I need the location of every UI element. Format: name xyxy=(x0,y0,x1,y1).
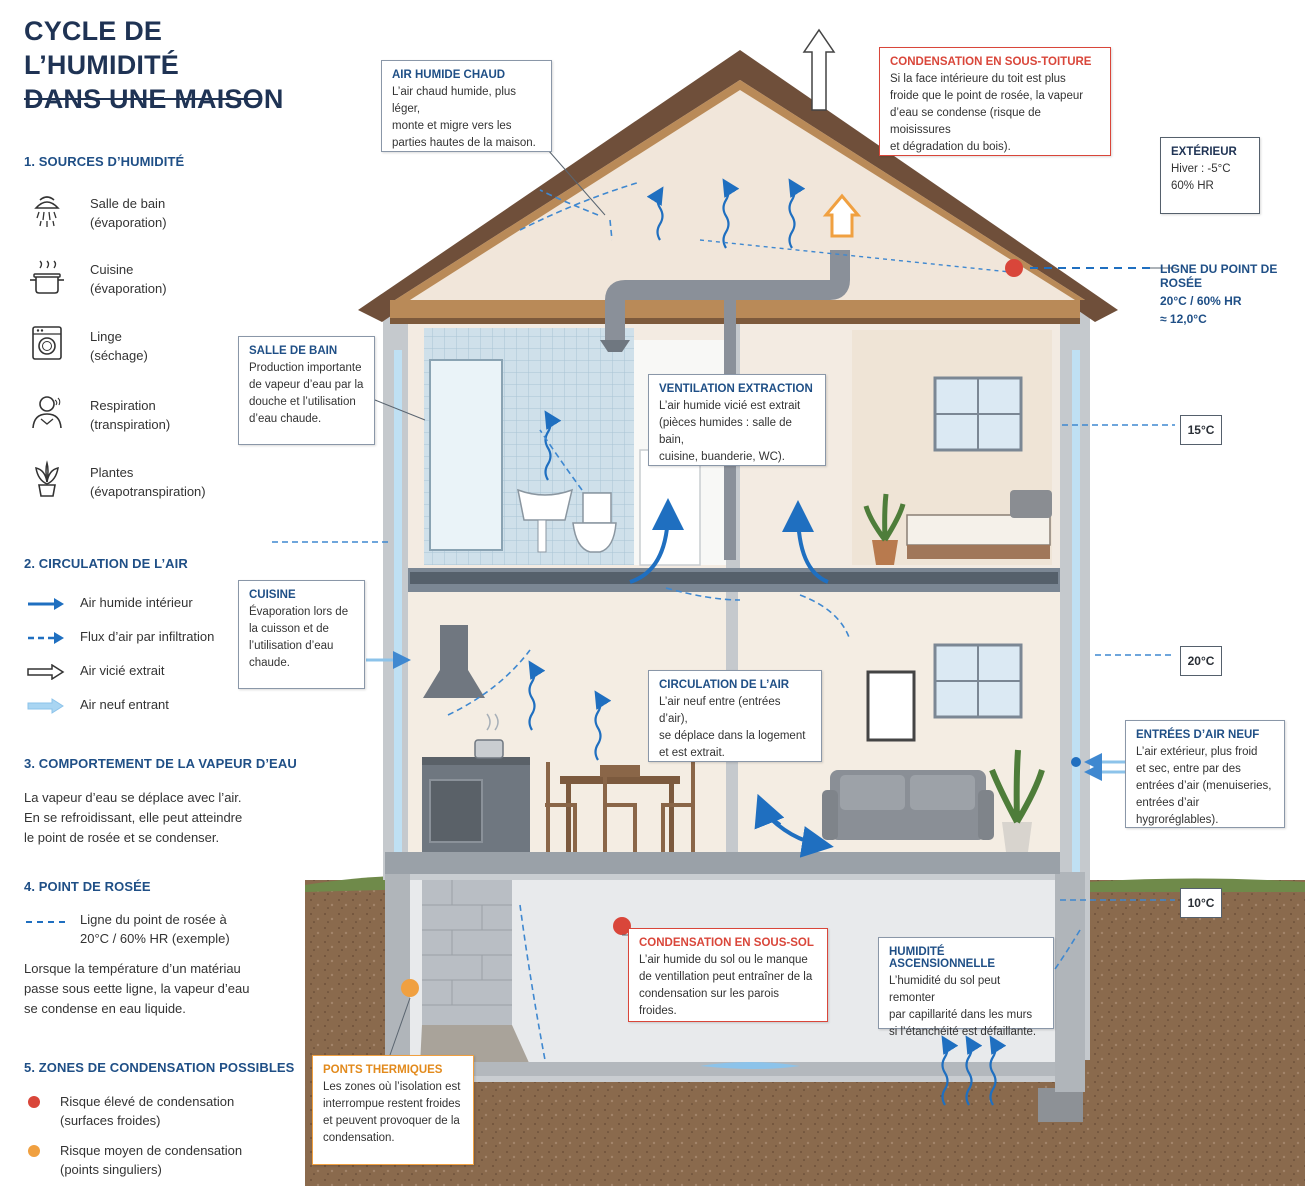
solid-arrow-icon xyxy=(28,598,64,610)
air-heading: 2. CIRCULATION DE L’AIR xyxy=(24,556,188,571)
toilet xyxy=(582,492,612,524)
attic xyxy=(395,80,1085,300)
high-risk-dot xyxy=(28,1096,40,1108)
range-hood xyxy=(423,625,485,698)
pot-icon xyxy=(30,260,64,294)
light-arrow-icon xyxy=(27,698,64,714)
high-risk-label: Risque élevé de condensation(surfaces fr… xyxy=(60,1094,235,1128)
dashed-arrow-icon xyxy=(28,632,64,644)
vapor-text: La vapeur d’eau se déplace avec l’air.En… xyxy=(24,790,243,845)
legend-stale-air: Air vicié extrait xyxy=(26,662,296,682)
living-plant xyxy=(1002,822,1032,852)
circulation-arrows xyxy=(629,498,834,858)
callout-fresh-air: ENTRÉES D’AIR NEUF L’air extérieur, plus… xyxy=(1125,720,1285,828)
callout-basement-condensation: CONDENSATION EN SOUS-SOL L’air humide du… xyxy=(628,928,828,1022)
bed xyxy=(906,514,1051,546)
source-kitchen: Cuisine(évaporation) xyxy=(90,262,167,296)
temp-tag-lower: 10°C xyxy=(1180,888,1222,918)
exhaust-arrow xyxy=(822,193,862,238)
shower-cabin xyxy=(429,359,503,551)
dining-table xyxy=(560,776,680,784)
humid-air-arrows xyxy=(528,178,1007,1106)
plant-icon xyxy=(35,460,59,497)
person-icon xyxy=(32,396,62,429)
source-respiration: Respiration(transpiration) xyxy=(90,398,171,432)
legend-panel: CYCLE DE L’HUMIDITÉ DANS UNE MAISON 1. S… xyxy=(0,0,300,1204)
high-risk-marker-roof xyxy=(1005,259,1023,277)
sources-heading: 1. SOURCES D’HUMIDITÉ xyxy=(24,154,185,169)
air-inlet-marker xyxy=(1071,757,1081,767)
floor-slab-0 xyxy=(385,852,1060,874)
temp-tag-middle: 20°C xyxy=(1180,646,1222,676)
vapor-heading: 3. COMPORTEMENT DE LA VAPEUR D’EAU xyxy=(24,756,297,771)
outline-arrow-icon xyxy=(27,664,65,680)
source-plants: Plantes(évapotranspiration) xyxy=(90,465,206,499)
brick-pillar xyxy=(422,880,512,1025)
wall-picture xyxy=(866,670,916,742)
callout-dew-line: LIGNE DU POINT DE ROSÉE 20°C / 60% HR ≈ … xyxy=(1160,262,1278,326)
walls xyxy=(383,300,1090,1092)
callout-ventilation: VENTILATION EXTRACTION L’air humide vici… xyxy=(648,374,826,466)
legend-humid-air: Air humide intérieur xyxy=(26,594,296,614)
title-line-1: CYCLE DE L’HUMIDITÉ xyxy=(24,16,179,80)
washing-machine-icon xyxy=(32,326,62,360)
outlet-arrow xyxy=(802,28,836,111)
leader-lines xyxy=(374,149,1176,1056)
callout-thermal-bridges: PONTS THERMIQUES Les zones où l’isolatio… xyxy=(312,1055,474,1165)
sink xyxy=(517,488,574,521)
fresh-air-arrows xyxy=(366,651,1125,781)
source-laundry: Linge(séchage) xyxy=(90,329,148,363)
legend-infiltration: Flux d’air par infiltration xyxy=(26,628,296,648)
dew-line-icon xyxy=(26,921,66,923)
bathroom-door xyxy=(639,449,701,566)
callout-warm-air: AIR HUMIDE CHAUD L’air chaud humide, plu… xyxy=(381,60,552,152)
medium-risk-marker xyxy=(401,979,419,997)
high-risk-marker-basement xyxy=(613,917,631,935)
shower-icon xyxy=(34,196,60,227)
cooking-pot xyxy=(474,739,504,759)
zones-heading: 5. ZONES DE CONDENSATION POSSIBLES xyxy=(24,1060,295,1075)
callout-circulation: CIRCULATION DE L’AIR L’air neuf entre (e… xyxy=(648,670,822,762)
temp-tag-upper: 15°C xyxy=(1180,415,1222,445)
bedroom-plant xyxy=(872,540,898,565)
title-divider xyxy=(24,98,262,100)
dew-heading: 4. POINT DE ROSÉE xyxy=(24,879,151,894)
source-bathroom: Salle de bain(évaporation) xyxy=(90,196,167,230)
water-puddle xyxy=(700,1062,800,1069)
medium-risk-label: Risque moyen de condensation(points sing… xyxy=(60,1143,243,1177)
callout-roof-condensation: CONDENSATION EN SOUS-TOITURE Si la face … xyxy=(879,47,1111,156)
callout-rising-damp: HUMIDITÉ ASCENSIONNELLE L’humidité du so… xyxy=(878,937,1054,1038)
medium-risk-dot xyxy=(28,1145,40,1157)
legend-fresh-air: Air neuf entrant xyxy=(26,696,296,716)
